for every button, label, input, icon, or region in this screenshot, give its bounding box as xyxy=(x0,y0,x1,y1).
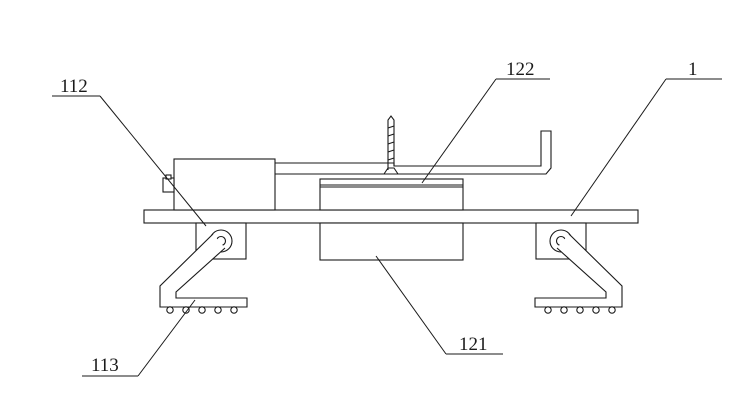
left-claw-roller-2 xyxy=(182,306,190,314)
callout-label-121: 121 xyxy=(459,334,488,355)
center-block-lower xyxy=(319,222,464,261)
left-claw-roller-1 xyxy=(166,306,174,314)
callout-label-113: 113 xyxy=(91,355,119,376)
left-claw-roller-4 xyxy=(214,306,222,314)
rod-collar xyxy=(383,167,399,175)
right-claw-roller-5 xyxy=(608,306,616,314)
callout-label-1: 1 xyxy=(688,59,698,80)
rod-hatch-2 xyxy=(387,133,395,137)
actuator-body xyxy=(173,158,276,211)
callout-leader-122 xyxy=(421,78,497,184)
right-claw-roller-1 xyxy=(544,306,552,314)
right-claw-roller-3 xyxy=(576,306,584,314)
vertical-rod xyxy=(387,115,395,170)
left-claw-roller-3 xyxy=(198,306,206,314)
left-claw xyxy=(159,233,248,308)
callout-leader-112 xyxy=(99,95,207,227)
rod-hatch-3 xyxy=(387,141,395,145)
base-plate xyxy=(143,209,639,224)
callout-leader-1 xyxy=(570,78,667,217)
rod-hatch-5 xyxy=(387,157,395,161)
callout-leader-121 xyxy=(375,255,447,355)
callout-leader-113 xyxy=(137,299,196,377)
rod-hatch-1 xyxy=(387,125,395,129)
center-block-upper xyxy=(319,178,464,211)
callout-label-122: 122 xyxy=(506,59,535,80)
callout-label-112: 112 xyxy=(60,76,88,97)
rod-hatch-4 xyxy=(387,149,395,153)
left-claw-roller-5 xyxy=(230,306,238,314)
right-claw xyxy=(534,233,623,308)
right-claw-roller-2 xyxy=(560,306,568,314)
right-claw-roller-4 xyxy=(592,306,600,314)
upper-rail-arm xyxy=(275,130,552,175)
